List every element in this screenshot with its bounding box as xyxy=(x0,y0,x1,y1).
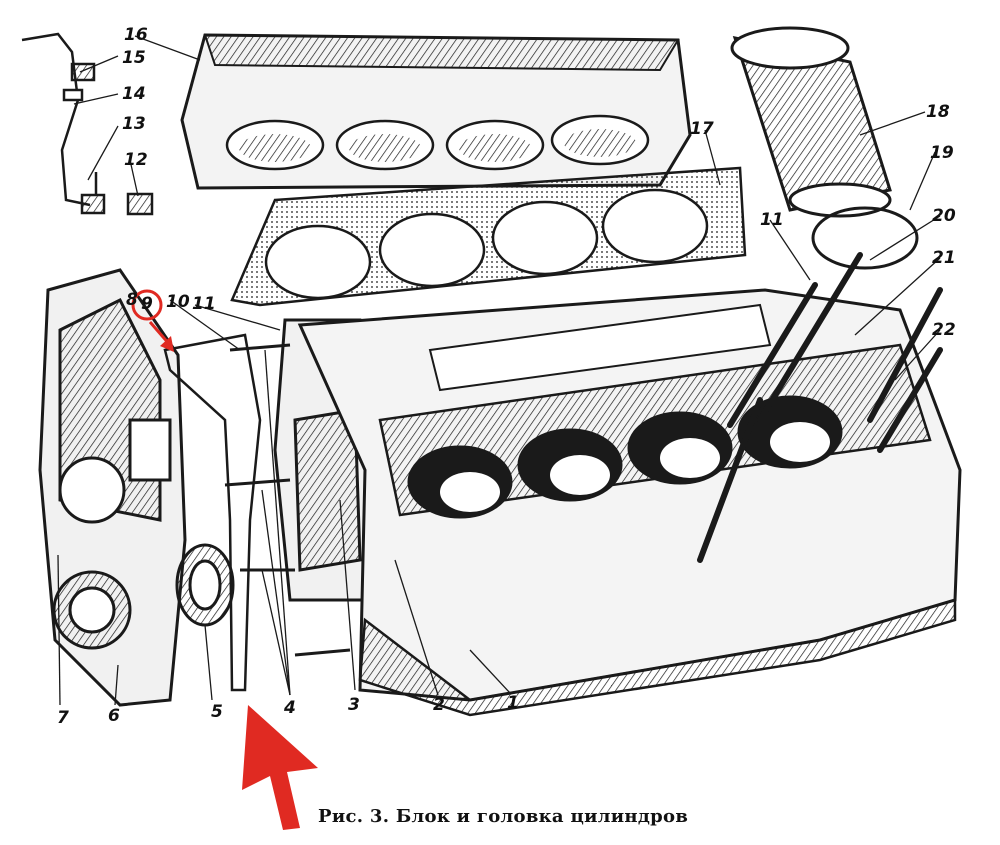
leader-lines xyxy=(57,35,941,706)
callout-12: 12 xyxy=(124,150,148,170)
liner-seal-ring xyxy=(811,206,919,270)
callout-10: 10 xyxy=(166,292,190,312)
front-cover xyxy=(38,268,187,707)
callout-5: 5 xyxy=(211,702,223,722)
callout-7: 7 xyxy=(57,708,69,728)
callout-22: 22 xyxy=(932,320,956,340)
large-red-arrow xyxy=(242,705,318,830)
red-annotation xyxy=(131,289,318,830)
callout-9: 9 xyxy=(141,294,153,314)
callout-13: 13 xyxy=(122,114,146,134)
cylinder-head xyxy=(180,33,692,190)
cylinder-liner xyxy=(730,26,892,218)
callout-18: 18 xyxy=(926,102,950,122)
callout-6: 6 xyxy=(108,706,120,726)
callout-16: 16 xyxy=(124,25,148,45)
callout-11-top: 11 xyxy=(760,210,784,230)
front-gasket xyxy=(163,333,262,692)
callout-11-front: 11 xyxy=(192,294,216,314)
head-bolts xyxy=(697,252,943,563)
highlight-circle xyxy=(131,289,163,321)
callout-1: 1 xyxy=(507,693,519,713)
callout-20: 20 xyxy=(932,206,956,226)
callout-4: 4 xyxy=(284,698,296,718)
callout-19: 19 xyxy=(930,143,954,163)
callout-3: 3 xyxy=(348,695,360,715)
callout-21: 21 xyxy=(932,248,956,268)
studs xyxy=(224,343,351,657)
cylinder-block xyxy=(297,288,962,717)
figure-caption: Рис. 3. Блок и головка цилиндров xyxy=(318,806,689,827)
callout-8: 8 xyxy=(126,290,138,310)
sensor-assembly xyxy=(21,32,154,216)
callout-17: 17 xyxy=(690,119,714,139)
oil-seal xyxy=(175,543,235,627)
head-gasket xyxy=(230,166,747,307)
callout-14: 14 xyxy=(122,84,146,104)
callout-15: 15 xyxy=(122,48,146,68)
callout-2: 2 xyxy=(433,695,445,715)
